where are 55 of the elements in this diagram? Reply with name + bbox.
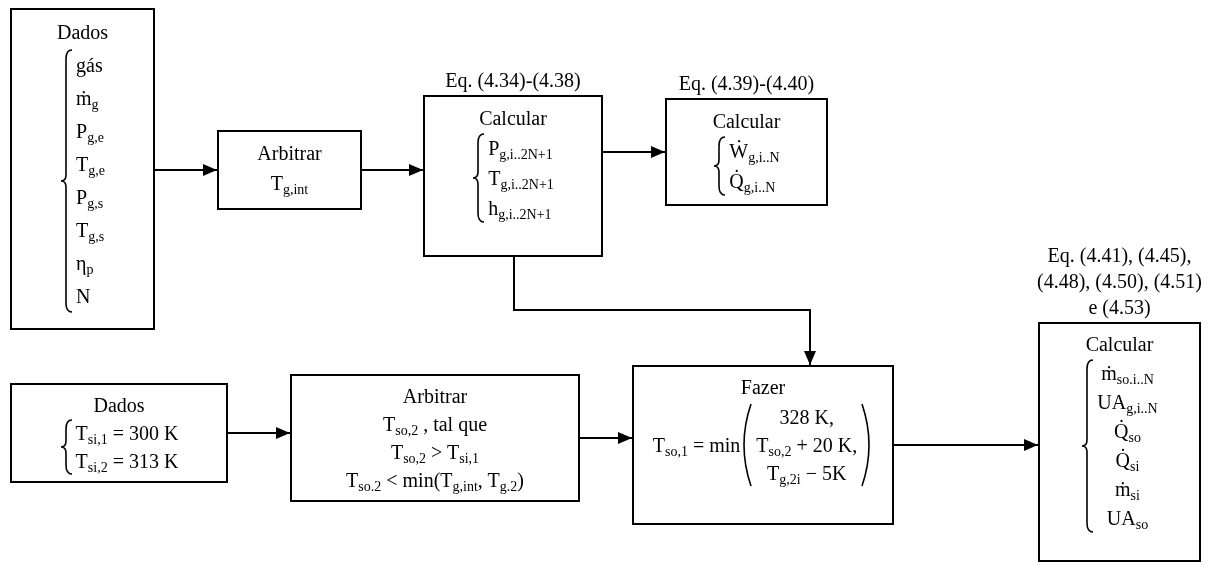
variable-item: UA$_{g,i..N}$ xyxy=(1097,390,1158,417)
arrow xyxy=(579,432,633,444)
equation-text: T$_{so,1}$ = min xyxy=(652,433,741,459)
process-box xyxy=(217,130,362,210)
condition-text: T$_{so,2}$ , tal que xyxy=(382,412,487,438)
arrow xyxy=(361,164,424,176)
process-box xyxy=(290,374,580,502)
variable-item: ṁ$_{si}$ xyxy=(1115,477,1140,504)
variable-item: T$_{si,2}$ = 313 K xyxy=(75,449,179,475)
box-heading: Calcular xyxy=(712,109,781,134)
variable-item: Q̇$_{so}$ xyxy=(1114,418,1141,446)
box-heading: Calcular xyxy=(1085,332,1154,357)
variable-item: T$_{si,1}$ = 300 K xyxy=(75,421,179,447)
variable-item: Ẇ$_{g,i..N}$ xyxy=(729,139,780,166)
box-heading: Calcular xyxy=(479,106,547,131)
variable-item: T$_{g,i..2N+1}$ xyxy=(488,166,554,193)
box-heading: Dados xyxy=(93,393,145,418)
box-heading: Arbitrar xyxy=(402,384,468,409)
process-box xyxy=(665,98,828,206)
variable-item: T$_{g,e}$ xyxy=(76,152,105,181)
process-box xyxy=(10,383,228,483)
variable-item: η$_{p}$ xyxy=(76,251,94,280)
arrow xyxy=(893,439,1039,451)
variable-item: ṁ$_{so.i..N}$ xyxy=(1101,361,1154,388)
variable-item: P$_{g,i..2N+1}$ xyxy=(488,136,553,163)
arrow xyxy=(227,427,291,439)
variable-item: h$_{g,i..2N+1}$ xyxy=(488,196,552,223)
variable-item: P$_{g,s}$ xyxy=(76,185,104,214)
equation-reference: Eq. (4.39)-(4.40) xyxy=(677,71,816,96)
box-heading: Arbitrar xyxy=(257,141,322,166)
condition-text: T$_{so.2}$ < min(T$_{g,int}$, T$_{g.2}$) xyxy=(346,468,524,494)
condition-text: T$_{so,2}$ > T$_{si,1}$ xyxy=(390,440,480,466)
variable-item: P$_{g,e}$ xyxy=(76,119,104,148)
equation-reference: Eq. (4.34)-(4.38) xyxy=(444,68,582,93)
variable-item: Q̇$_{g,i..N}$ xyxy=(729,169,776,196)
arrow xyxy=(513,256,816,366)
variable-item: UA$_{so}$ xyxy=(1106,506,1149,533)
box-heading: Dados xyxy=(56,20,109,45)
condition-text: T$_{g,int}$ xyxy=(270,171,309,198)
variable-item: N xyxy=(76,284,91,309)
process-box xyxy=(10,8,155,330)
process-box xyxy=(423,95,603,257)
arrow xyxy=(602,146,666,158)
equation-text: T$_{so,2}$ + 20 K, xyxy=(756,433,858,459)
variable-item: gás xyxy=(76,53,103,79)
box-heading: Fazer xyxy=(740,375,786,400)
variable-item: ṁ$_{g}$ xyxy=(76,86,99,115)
equation-text: 328 K, xyxy=(779,405,834,430)
variable-item: Q̇$_{si}$ xyxy=(1115,448,1140,475)
process-box xyxy=(632,365,894,525)
equation-reference: Eq. (4.41), (4.45), (4.48), (4.50), (4.51) e (4.53) xyxy=(1036,243,1203,320)
process-box xyxy=(1038,322,1201,562)
arrow xyxy=(154,164,218,176)
variable-item: T$_{g,s}$ xyxy=(76,218,105,247)
equation-text: T$_{g,2i}$ − 5K xyxy=(767,461,847,487)
